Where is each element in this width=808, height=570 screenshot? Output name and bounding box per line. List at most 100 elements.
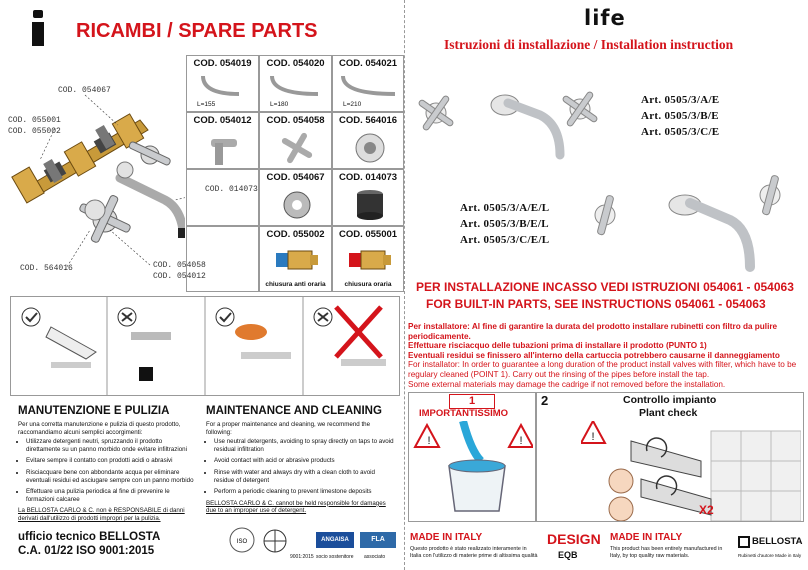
- info-icon: [28, 10, 48, 46]
- callout-055002: COD. 055002: [8, 127, 61, 136]
- step-2-panel: 2 Controllo impianto Plant check ! X2: [536, 392, 804, 522]
- cleaning-pictograms: [10, 296, 400, 396]
- product-a-handles: [418, 91, 598, 131]
- certification-logos: ISO 9001:2015 ANGAISA socio sostenitore …: [228, 526, 398, 566]
- step-1-panel: 1 IMPORTANTISSIMO ! !: [408, 392, 536, 522]
- bellosta-wordmark: BELLOSTA: [752, 536, 803, 547]
- maintenance-en-item: Rinse with water and always dry with a c…: [214, 469, 396, 484]
- maintenance-en: MAINTENANCE AND CLEANING For a proper ma…: [206, 405, 396, 515]
- cartridges-illustration: [43, 124, 115, 184]
- bellosta-logo: BELLOSTA Rubinetti d'autore Made in Ital…: [738, 536, 804, 566]
- warning-triangle-icon: !: [581, 421, 607, 444]
- step-1-number: 1: [449, 394, 495, 409]
- exploded-diagram: [0, 60, 206, 295]
- maintenance-en-item: Avoid contact with acid or abrasive prod…: [214, 457, 396, 465]
- step-1-label: IMPORTANTISSIMO: [419, 408, 509, 419]
- step-ok-1: [21, 297, 108, 395]
- part-014073: COD. 014073: [332, 169, 404, 226]
- callout-564016: COD. 564016: [20, 264, 73, 273]
- svg-text:!: !: [427, 435, 430, 447]
- brand-logo: life: [584, 6, 626, 30]
- maintenance-it-intro: Per una corretta manutenzione e pulizia …: [18, 421, 181, 436]
- made-in-italy-en-text: This product has been entirely manufactu…: [610, 546, 723, 559]
- svg-text:!: !: [519, 435, 522, 447]
- maintenance-en-item: Use neutral detergents, avoiding to spra…: [214, 438, 396, 453]
- builtin-notice-en: FOR BUILT-IN PARTS, SEE INSTRUCTIONS 054…: [426, 297, 766, 311]
- step-2-title-it: Controllo impianto: [623, 394, 717, 406]
- step-ok-3: [215, 297, 304, 395]
- install-subtitle: Istruzioni di installazione / Installati…: [444, 37, 734, 52]
- globe-icon: [263, 529, 287, 553]
- fla-logo: FLA: [360, 532, 396, 548]
- warning-triangle-icon: !: [413, 422, 441, 448]
- spare-parts-title: RICAMBI / SPARE PARTS: [76, 20, 318, 42]
- maintenance-it-item: Evitare sempre il contatto con prodotti …: [26, 457, 198, 465]
- maintenance-it-note: La BELLOSTA CARLO & C. non è RESPONSABIL…: [18, 507, 185, 522]
- builtin-notice-it: PER INSTALLAZIONE INCASSO VEDI ISTRUZION…: [416, 280, 794, 294]
- article-code: Art. 0505/3/A/E: [641, 94, 720, 106]
- made-in-italy-en: MADE IN ITALY: [610, 532, 683, 543]
- installer-warning: Per installatore: Al fine di garantire l…: [408, 322, 804, 389]
- maintenance-it-item: Effettuare una pulizia periodica al fine…: [26, 488, 198, 503]
- callout-054067: COD. 054067: [58, 86, 111, 95]
- step-2-title-en: Plant check: [639, 407, 698, 419]
- product-a-spout: [490, 94, 565, 160]
- warning-en-1: For installator: In order to guarantee a…: [408, 360, 797, 379]
- valve-check-illustration: [608, 437, 712, 521]
- step-no-4: [313, 305, 386, 366]
- warning-triangle-icon-2: !: [507, 422, 533, 448]
- svg-text:ISO: ISO: [237, 539, 248, 545]
- warning-it-3: Eventuali residui se finissero all'inter…: [408, 350, 780, 360]
- part-564016: COD. 564016: [332, 112, 404, 169]
- design-label: DESIGN: [547, 531, 601, 547]
- maintenance-it-title: MANUTENZIONE E PULIZIA: [18, 405, 170, 417]
- step-no-2: [117, 297, 206, 395]
- part-empty-1: [186, 169, 259, 226]
- spout-illustration: [115, 173, 188, 238]
- made-in-italy-it: MADE IN ITALY: [410, 532, 483, 543]
- page-divider: [404, 0, 405, 570]
- svg-text:!: !: [591, 431, 594, 443]
- callout-054012: COD. 054012: [153, 272, 206, 281]
- warning-it-1: Per installatore: Al fine di garantire l…: [408, 322, 778, 341]
- warning-it-2: Effettuare risciacquo delle tubazioni pr…: [408, 341, 707, 351]
- part-054019: COD. 054019 L=155: [186, 55, 259, 112]
- callout-014073: COD. 014073: [205, 185, 258, 194]
- cert-label-9001: 9001:2015: [290, 554, 314, 560]
- rosettes-illustration: [84, 161, 134, 221]
- maintenance-it-item: Utilizzare detergenti neutri, spruzzando…: [26, 438, 198, 453]
- tech-office-line1: ufficio tecnico BELLOSTA: [18, 531, 161, 543]
- design-brand: EQB: [558, 550, 578, 560]
- maintenance-en-note: BELLOSTA CARLO & C. cannot be held respo…: [206, 499, 386, 515]
- part-054067: COD. 054067: [259, 169, 332, 226]
- part-054021: COD. 054021 L=210: [332, 55, 404, 112]
- cert-label-sostenitore: socio sostenitore: [316, 554, 354, 560]
- maintenance-it: MANUTENZIONE E PULIZIA Per una corretta …: [18, 405, 198, 523]
- tech-office-line2: C.A. 01/22 ISO 9001:2015: [18, 545, 155, 557]
- article-code: Art. 0505/3/A/E/L: [460, 202, 550, 214]
- made-in-italy-it-text: Questo prodotto è stato realizzato inter…: [410, 546, 538, 559]
- angaisa-logo: ANGAISA: [316, 532, 354, 548]
- maintenance-it-item: Risciacquare bene con abbondante acqua p…: [26, 469, 198, 484]
- part-054012: COD. 054012: [186, 112, 259, 169]
- times-two-label: X2: [699, 503, 714, 517]
- article-code: Art. 0505/3/B/E/L: [460, 218, 549, 230]
- part-055001: COD. 055001 chiusura oraria: [332, 226, 404, 292]
- callout-055001: COD. 055001: [8, 116, 61, 125]
- maintenance-en-intro: For a proper maintenance and cleaning, w…: [206, 421, 371, 436]
- article-code: Art. 0505/3/B/E: [641, 110, 719, 122]
- part-054020: COD. 054020 L=180: [259, 55, 332, 112]
- maintenance-en-title: MAINTENANCE AND CLEANING: [206, 405, 382, 417]
- callout-054058: COD. 054058: [153, 261, 206, 270]
- bellosta-tagline: Rubinetti d'autore Made in Italy: [738, 553, 802, 558]
- product-b-handles: [594, 175, 781, 236]
- product-b-spout: [668, 194, 755, 272]
- part-055002: COD. 055002 chiusura anti oraria: [259, 226, 332, 292]
- step-2-number: 2: [541, 393, 549, 408]
- warning-en-2: Some external materials may damage the c…: [408, 379, 726, 389]
- cert-label-associato: associato: [364, 554, 386, 560]
- article-code: Art. 0505/3/C/E: [641, 126, 720, 138]
- maintenance-en-item: Perform a periodic cleaning to prevent l…: [214, 488, 396, 496]
- product-images: [410, 75, 800, 275]
- part-empty-2: [186, 226, 259, 292]
